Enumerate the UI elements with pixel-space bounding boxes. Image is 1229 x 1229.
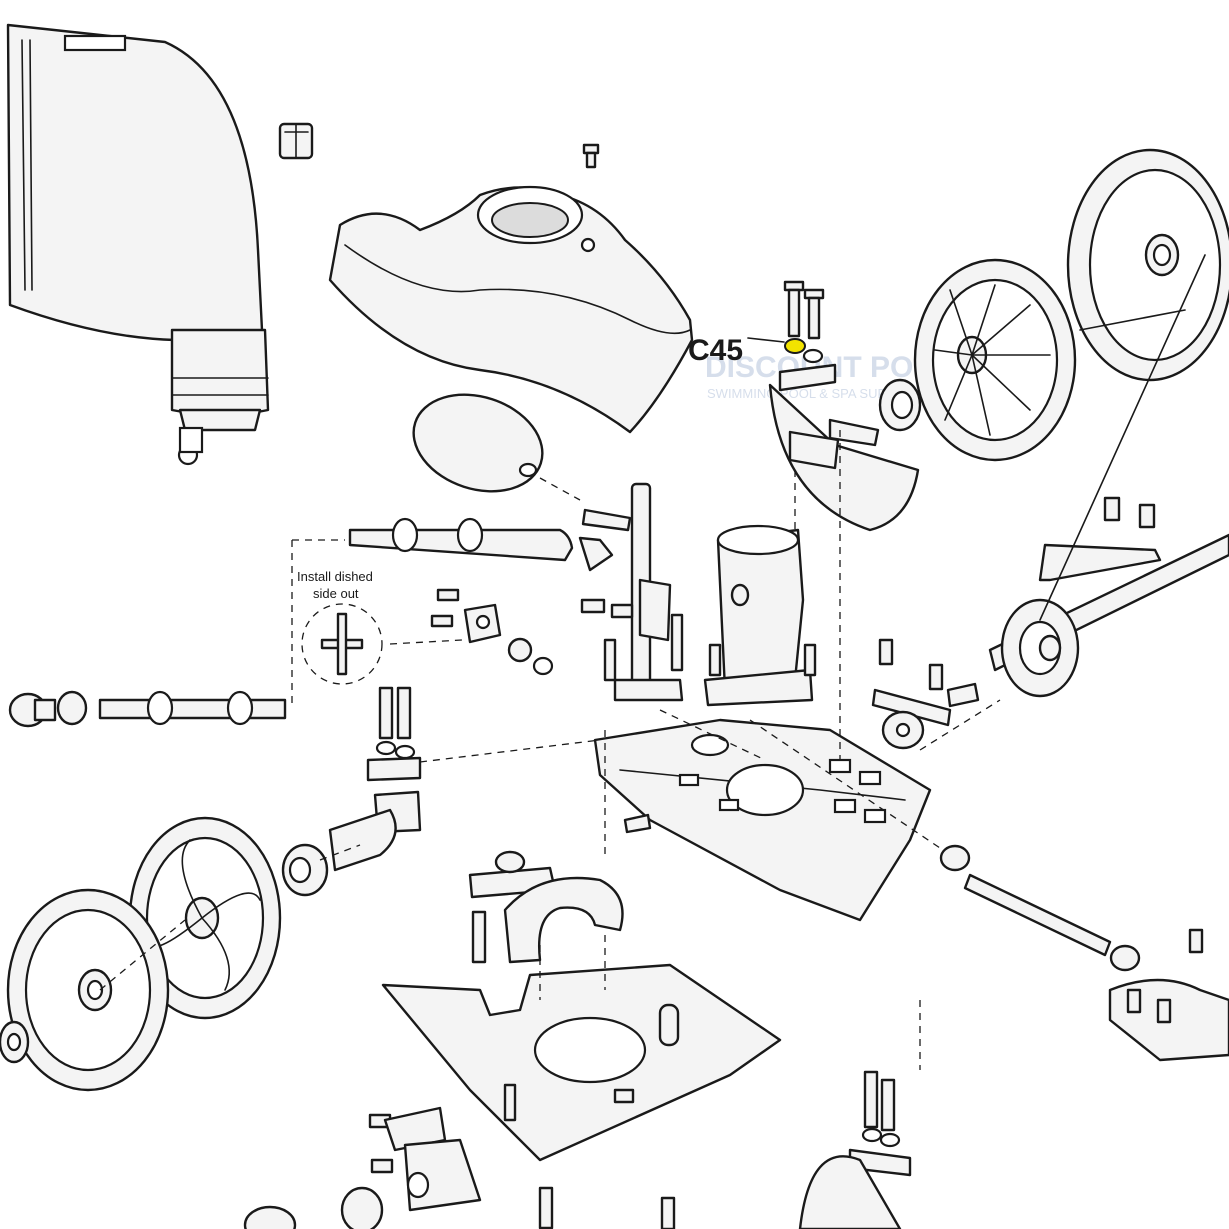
- top-cover: [328, 185, 694, 434]
- bushing-left: [281, 843, 329, 897]
- wheel-spoked-right: [913, 258, 1077, 462]
- lower-small-parts: [243, 1106, 676, 1229]
- swivel-elbow: [468, 850, 624, 964]
- chassis-base: [593, 718, 932, 922]
- fitting-row-left: [8, 690, 287, 728]
- c45-washer-highlight: [784, 338, 806, 354]
- note-line-1: Install dished: [297, 569, 373, 584]
- watermark-tagline: SWIMMING POOL & SPA SUPPLY: [707, 386, 910, 401]
- part-callout-label: C45: [688, 334, 743, 367]
- bottom-tray: [381, 963, 782, 1162]
- washer-left: [0, 1020, 30, 1064]
- mount-bracket-left: [430, 588, 554, 676]
- tire-right: [1066, 148, 1229, 382]
- c45-assembly: C45: [688, 280, 837, 392]
- assembly-lines: [99, 254, 1206, 1070]
- tire-left: [6, 888, 170, 1092]
- axle-rod: [939, 844, 1141, 972]
- bearing: [878, 378, 922, 432]
- right-housing: [768, 383, 920, 532]
- housing-bottom-right: [1108, 928, 1229, 1062]
- hose-assembly: [348, 508, 632, 572]
- install-note: Install dished side out: [297, 569, 463, 685]
- turbine-shaft: [988, 496, 1229, 698]
- axle-mount-left: [328, 686, 422, 872]
- idler-bracket: [871, 638, 980, 750]
- valve-tube: [580, 482, 684, 702]
- gear-housing: [703, 524, 817, 707]
- clip-part: [278, 122, 314, 160]
- debris-bag: [6, 23, 270, 466]
- screw-top: [582, 143, 600, 169]
- lower-right-housing: [798, 1070, 912, 1229]
- note-line-2: side out: [313, 586, 359, 601]
- float: [412, 393, 581, 501]
